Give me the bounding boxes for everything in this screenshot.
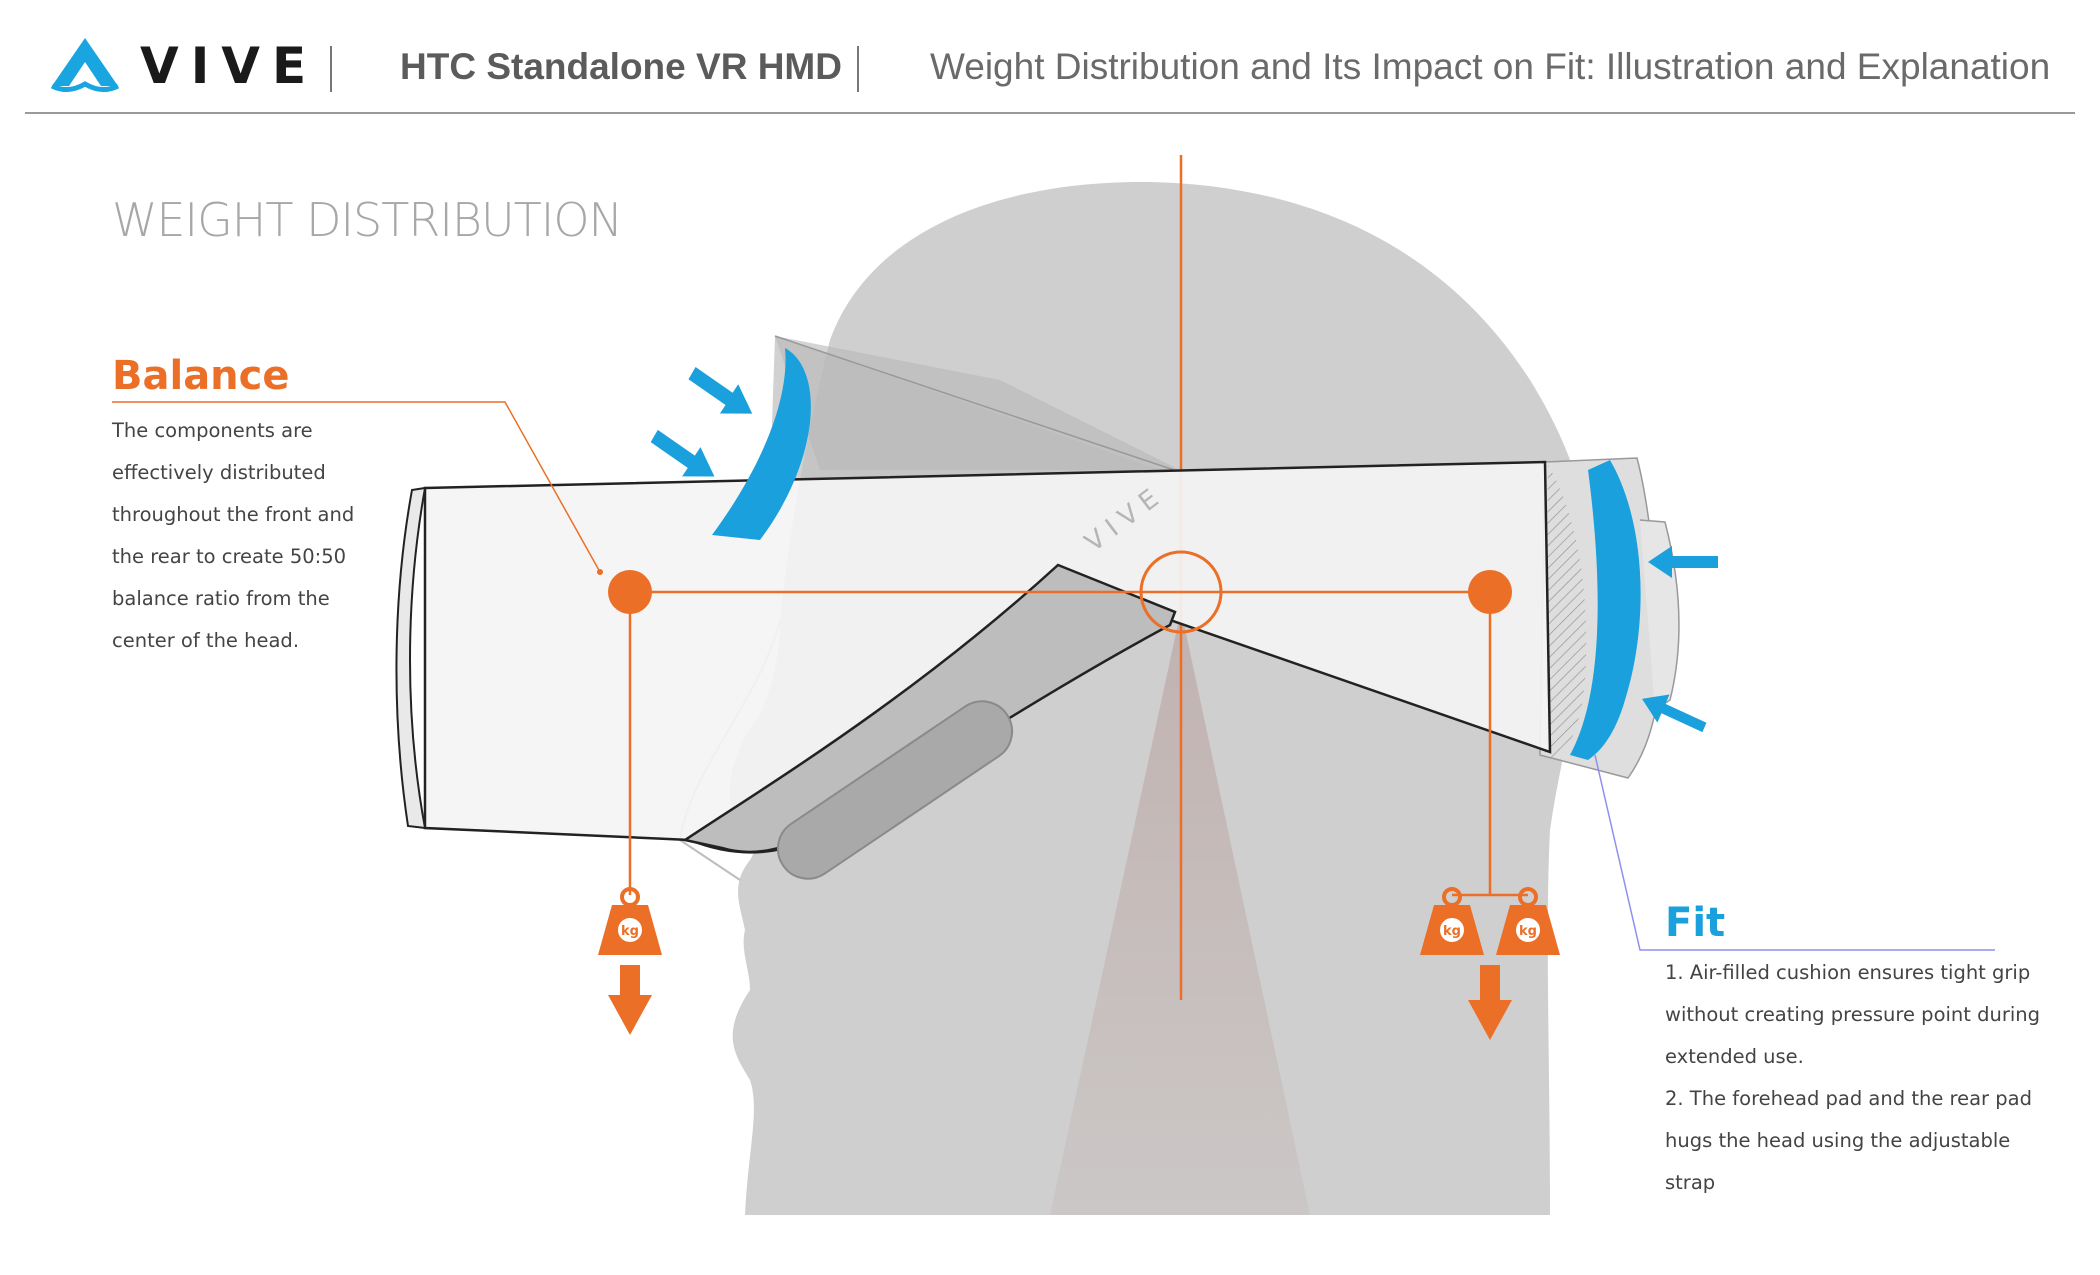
header-rule [25, 112, 2075, 114]
down-arrow-icon [608, 965, 652, 1035]
front-weight-point [608, 570, 652, 614]
center-of-head-marker [1139, 550, 1223, 634]
fit-point: 2. The forehead pad and the rear pad hug… [1665, 1087, 2032, 1194]
strap-adjuster [776, 700, 1014, 880]
section-title: WEIGHT DISTRIBUTION [112, 193, 623, 247]
rear-cushion [1570, 460, 1641, 760]
kg-label: kg [1519, 924, 1537, 939]
kg-weight-icon: kg [1420, 887, 1484, 955]
product-name: HTC Standalone VR HMD [400, 46, 842, 87]
fit-point: 1. Air-filled cushion ensures tight grip… [1665, 961, 2041, 1068]
balance-title: Balance [112, 353, 290, 399]
page-subtitle: Weight Distribution and Its Impact on Fi… [930, 46, 2051, 87]
kg-label: kg [1443, 924, 1461, 939]
fit-description: 1. Air-filled cushion ensures tight grip… [1665, 952, 2045, 1204]
brand-name: VIVE [140, 37, 319, 95]
forehead-cushion [712, 348, 811, 540]
kg-label: kg [621, 924, 639, 939]
header-divider [857, 46, 859, 92]
down-arrow-icon [1468, 1000, 1512, 1040]
side-strap [681, 563, 1177, 854]
kg-weight-icon: kg [598, 887, 662, 955]
push-arrow-icon [650, 367, 1718, 733]
kg-weight-icon: kg [1496, 887, 1560, 955]
rear-weight-point [1468, 570, 1512, 614]
vive-logo-icon [50, 38, 120, 92]
header-divider [330, 46, 332, 92]
fit-title: Fit [1665, 900, 1726, 946]
balance-description: The components are effectively distribut… [112, 419, 355, 652]
